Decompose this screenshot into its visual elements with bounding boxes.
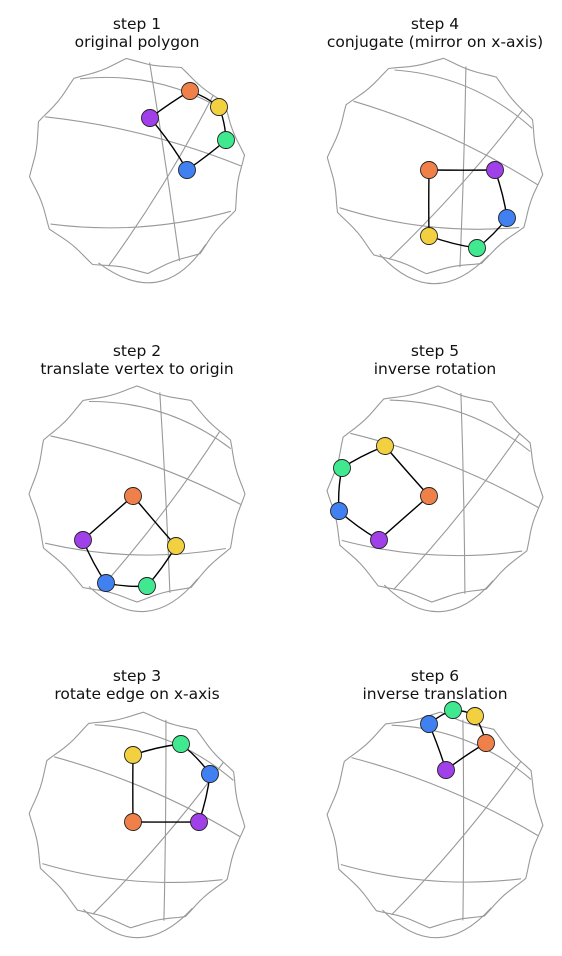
tiling-boundary xyxy=(326,711,544,929)
vertex-orange xyxy=(124,487,142,505)
tiling-boundary xyxy=(28,711,246,929)
vertex-orange xyxy=(420,161,438,179)
panel-subtitle: original polygon xyxy=(75,33,200,51)
tiling-edge xyxy=(42,863,223,884)
vertex-green xyxy=(172,735,190,753)
tiling-edge xyxy=(462,719,465,921)
tiling-edge xyxy=(92,761,225,915)
polygon-edge xyxy=(378,495,430,541)
vertex-yellow xyxy=(124,746,142,764)
tiling-boundary xyxy=(326,385,544,603)
vertex-purple xyxy=(74,531,92,549)
tiling-boundary xyxy=(28,385,246,603)
polygon-edge xyxy=(82,495,134,541)
tiling-edge xyxy=(353,100,538,186)
vertex-yellow xyxy=(210,98,228,116)
panel-title: step 5 xyxy=(411,342,459,360)
tiling-boundary xyxy=(326,57,544,275)
polygon-edge xyxy=(384,445,430,497)
tiling-edge xyxy=(50,210,231,229)
vertex-yellow xyxy=(466,707,484,725)
panel-subtitle: inverse translation xyxy=(362,685,507,703)
vertex-green xyxy=(468,239,486,257)
vertex-blue xyxy=(498,209,516,227)
vertex-purple xyxy=(141,109,159,127)
vertex-blue xyxy=(201,765,219,783)
tiling-edge xyxy=(94,724,234,781)
tiling-edge xyxy=(382,907,492,939)
tiling-edge xyxy=(44,542,226,556)
tiling-edge xyxy=(341,539,523,557)
tiling-edge xyxy=(393,433,521,590)
vertex-orange xyxy=(124,813,142,831)
vertex-yellow xyxy=(420,227,438,245)
panel-subtitle: inverse rotation xyxy=(374,360,497,378)
tiling-edge xyxy=(460,392,466,594)
tiling-edge xyxy=(163,719,167,921)
tiling-edge xyxy=(50,435,241,505)
vertex-green xyxy=(138,577,156,595)
panel-title: step 6 xyxy=(411,667,459,685)
tiling-boundary xyxy=(28,57,246,275)
tiling-edge xyxy=(53,756,241,838)
panel-title: step 2 xyxy=(113,342,161,360)
tiling-edge xyxy=(394,69,533,129)
tiling-edge xyxy=(98,243,207,284)
vertex-blue xyxy=(178,161,196,179)
vertex-yellow xyxy=(167,537,185,555)
tiling-edge xyxy=(340,863,522,883)
vertex-green xyxy=(444,701,462,719)
panel-subtitle: translate vertex to origin xyxy=(40,360,233,378)
vertex-purple xyxy=(190,813,208,831)
tiling-edge xyxy=(350,432,539,508)
tiling-edge xyxy=(379,253,490,285)
panel-title: step 1 xyxy=(113,15,161,33)
tiling-edge xyxy=(97,430,221,592)
panel-subtitle: rotate edge on x-axis xyxy=(54,685,219,703)
tiling-edge xyxy=(351,757,539,837)
tiling-edge xyxy=(83,907,193,939)
vertex-green xyxy=(333,459,351,477)
tiling-edge xyxy=(88,578,199,612)
tiling-edge xyxy=(88,400,232,450)
vertex-orange xyxy=(477,734,495,752)
vertex-blue xyxy=(420,715,438,733)
vertex-purple xyxy=(370,531,388,549)
vertex-blue xyxy=(330,502,348,520)
panel-title: step 3 xyxy=(113,667,161,685)
tiling-edge xyxy=(79,76,227,112)
panel-subtitle: conjugate (mirror on x-axis) xyxy=(327,33,543,51)
tiling-edge xyxy=(389,399,531,452)
tiling-edge xyxy=(383,580,494,613)
tiling-edge xyxy=(391,724,532,780)
vertex-orange xyxy=(420,487,438,505)
tiling-edge xyxy=(459,66,467,268)
tiling-edge xyxy=(388,109,524,260)
panel-title: step 4 xyxy=(411,15,459,33)
vertex-yellow xyxy=(376,437,394,455)
polygon-edge xyxy=(149,117,188,171)
tiling-edge xyxy=(149,62,181,262)
vertex-purple xyxy=(486,161,504,179)
vertex-orange xyxy=(181,82,199,100)
vertex-purple xyxy=(437,761,455,779)
tiling-edge xyxy=(45,116,242,167)
tiling-edge xyxy=(107,94,214,267)
vertex-green xyxy=(217,131,235,149)
tiling-edge xyxy=(159,392,171,593)
tiling-edge xyxy=(391,760,522,916)
vertex-blue xyxy=(97,574,115,592)
